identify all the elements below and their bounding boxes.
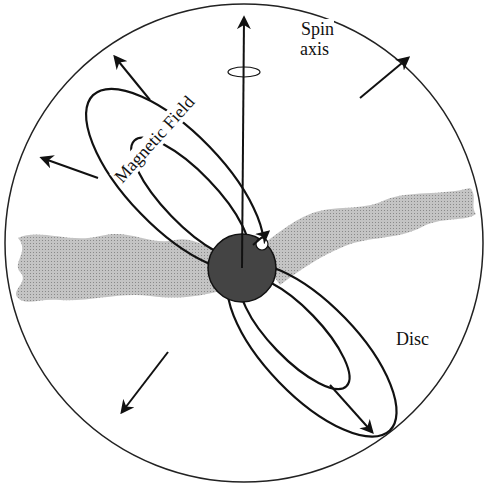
diagram-label: Spin axis	[300, 20, 348, 60]
field-loops	[59, 62, 423, 463]
label-text: Spin axis	[300, 19, 334, 59]
spin-axis-arrow	[242, 18, 244, 268]
outflow-arrows	[42, 57, 408, 432]
label-text: Disc	[395, 329, 430, 349]
disc-left	[16, 234, 230, 302]
outer-boundary	[5, 4, 483, 482]
diagram-label: Disc	[395, 330, 455, 350]
disc-right	[255, 188, 476, 285]
diagram-label: Magnetic Field	[97, 78, 212, 203]
spin-indicator	[228, 67, 260, 77]
label-text: Magnetic Field	[110, 91, 199, 187]
